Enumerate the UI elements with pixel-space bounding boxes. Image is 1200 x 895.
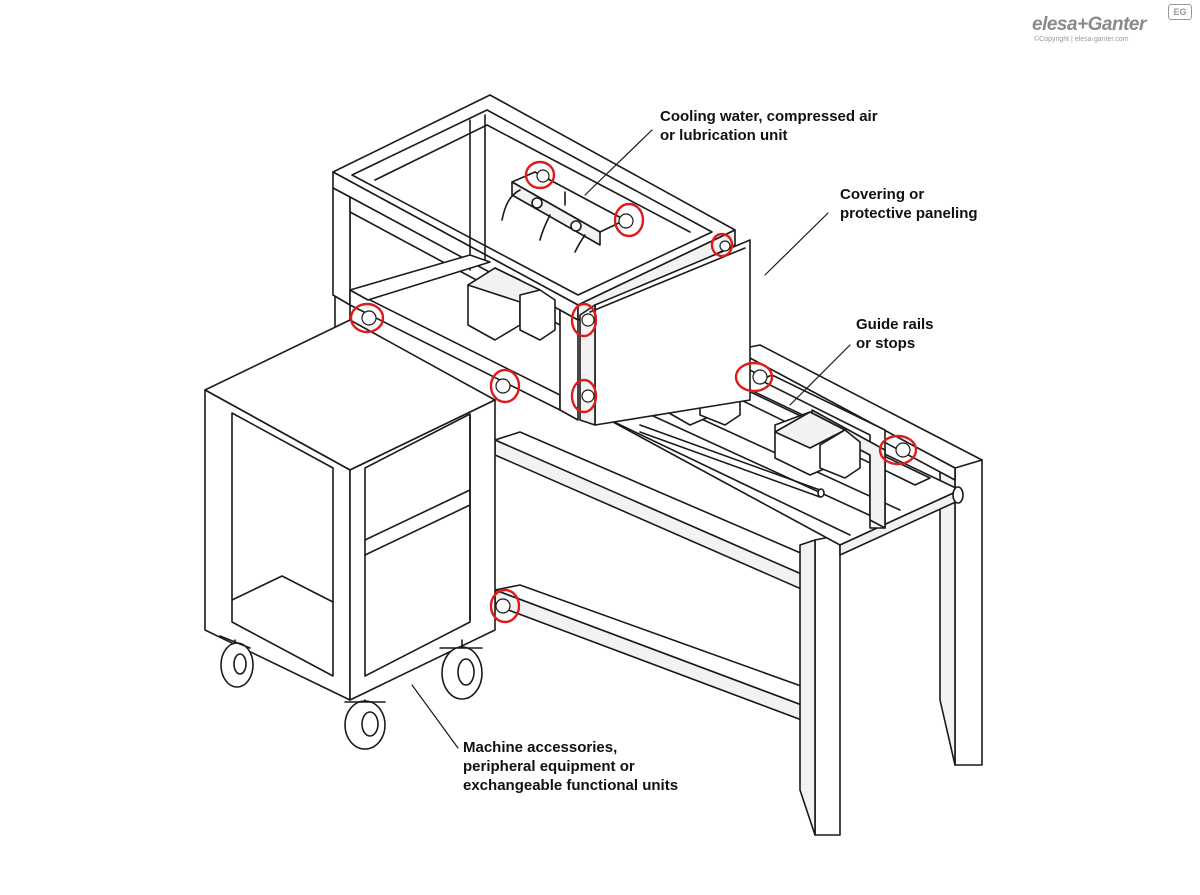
brand-badge-icon: EG (1168, 4, 1192, 20)
connector-parts (361, 169, 911, 614)
brand-logo: elesa+Ganter ©Copyright | elesa-ganter.c… (1032, 4, 1192, 48)
trolley-cabinet (204, 319, 496, 750)
callout-line: or lubrication unit (660, 127, 788, 144)
callout-accessories: Machine accessories, peripheral equipmen… (463, 738, 678, 795)
leader-lines (411, 129, 851, 749)
connector-highlights (349, 160, 918, 624)
callout-covering: Covering or protective paneling (840, 185, 978, 223)
callout-line: exchangeable functional units (463, 777, 679, 794)
callout-cooling-unit: Cooling water, compressed air or lubrica… (660, 107, 878, 145)
callout-line: protective paneling (840, 205, 978, 222)
callout-line: peripheral equipment or (463, 758, 635, 775)
brand-name: elesa+Ganter (1032, 14, 1146, 35)
callout-line: Cooling water, compressed air (660, 108, 878, 125)
brand-copyright: ©Copyright | elesa-ganter.com (1034, 36, 1129, 43)
conveyor-table (494, 344, 983, 836)
caster-wheels (219, 635, 483, 750)
callout-line: Guide rails (856, 316, 934, 333)
callout-guide-rails: Guide rails or stops (856, 315, 934, 353)
callout-line: Covering or (840, 186, 925, 203)
callout-line: or stops (856, 335, 916, 352)
callout-line: Machine accessories, (463, 739, 618, 756)
